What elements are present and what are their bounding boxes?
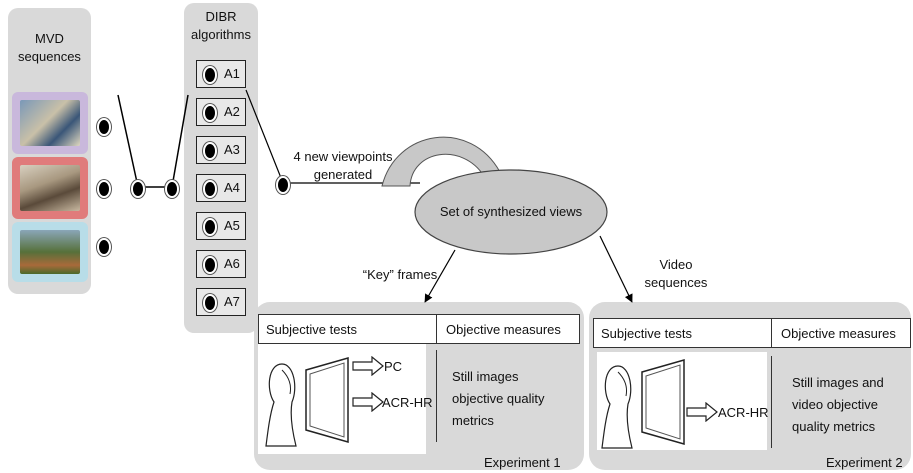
node-icon-mvd-3 xyxy=(97,238,111,256)
algorithm-a6: A6 xyxy=(196,250,246,278)
node-icon-viewpoint xyxy=(276,176,290,194)
experiment2-divider-bottom xyxy=(771,356,772,448)
node-icon-switch-1 xyxy=(131,180,145,198)
experiment2-viewer-icon xyxy=(601,359,685,449)
experiment2-objective-header: Objective measures xyxy=(781,326,896,341)
experiment2-table xyxy=(593,318,911,348)
synthesized-views-ellipse xyxy=(414,169,608,255)
synthesized-views-label: Set of synthesized views xyxy=(439,204,583,219)
node-icon-mvd-1 xyxy=(97,118,111,136)
experiment1-objective-header: Objective measures xyxy=(446,322,561,337)
algorithm-a1: A1 xyxy=(196,60,246,88)
mvd-thumb-3 xyxy=(12,222,88,282)
arrow-right-icon-acr xyxy=(352,392,384,412)
algorithm-a4: A4 xyxy=(196,174,246,202)
experiment1-divider-bottom xyxy=(436,350,437,442)
sequence-image-2 xyxy=(20,165,80,211)
arrow-right-icon-pc xyxy=(352,356,384,376)
algorithm-a2: A2 xyxy=(196,98,246,126)
node-icon-mvd-2 xyxy=(97,180,111,198)
experiment1-table xyxy=(258,314,580,344)
algorithm-a3: A3 xyxy=(196,136,246,164)
video-sequences-label: Video sequences xyxy=(644,257,708,290)
mvd-thumb-1 xyxy=(12,92,88,154)
node-icon xyxy=(203,218,217,236)
node-icon xyxy=(203,66,217,84)
experiment2-label: Experiment 2 xyxy=(826,455,903,470)
node-icon xyxy=(203,104,217,122)
viewpoints-label: 4 new viewpoints generated xyxy=(293,149,393,182)
experiment1-label: Experiment 1 xyxy=(484,455,561,470)
experiment1-subjective-header: Subjective tests xyxy=(266,322,358,337)
node-icon-switch-2 xyxy=(165,180,179,198)
mvd-thumb-2 xyxy=(12,157,88,219)
experiment2-subjective-header: Subjective tests xyxy=(601,326,693,341)
algorithm-a7: A7 xyxy=(196,288,246,316)
experiment1-method-acr-hr: ACR-HR xyxy=(382,395,433,410)
dibr-label: DIBR algorithms xyxy=(191,9,251,42)
experiment1-viewer-icon xyxy=(265,357,349,447)
node-icon xyxy=(203,180,217,198)
experiment2-method-acr-hr: ACR-HR xyxy=(718,405,769,420)
arrow-right-icon-acr2 xyxy=(686,402,718,422)
algorithm-a5: A5 xyxy=(196,212,246,240)
node-icon xyxy=(203,294,217,312)
sequence-image-1 xyxy=(20,100,80,146)
node-icon xyxy=(203,142,217,160)
dibr-panel xyxy=(184,3,258,333)
experiment1-method-pc: PC xyxy=(384,359,403,374)
key-frames-label: “Key” frames xyxy=(362,267,438,282)
experiment1-metrics: Still images objective quality metrics xyxy=(452,369,545,428)
experiment2-divider-top xyxy=(771,318,772,348)
node-icon xyxy=(203,256,217,274)
sequence-image-3 xyxy=(20,230,80,274)
experiment2-metrics: Still images and video objective quality… xyxy=(792,375,884,434)
experiment1-divider-top xyxy=(436,314,437,344)
mvd-label: MVD sequences xyxy=(18,31,81,64)
